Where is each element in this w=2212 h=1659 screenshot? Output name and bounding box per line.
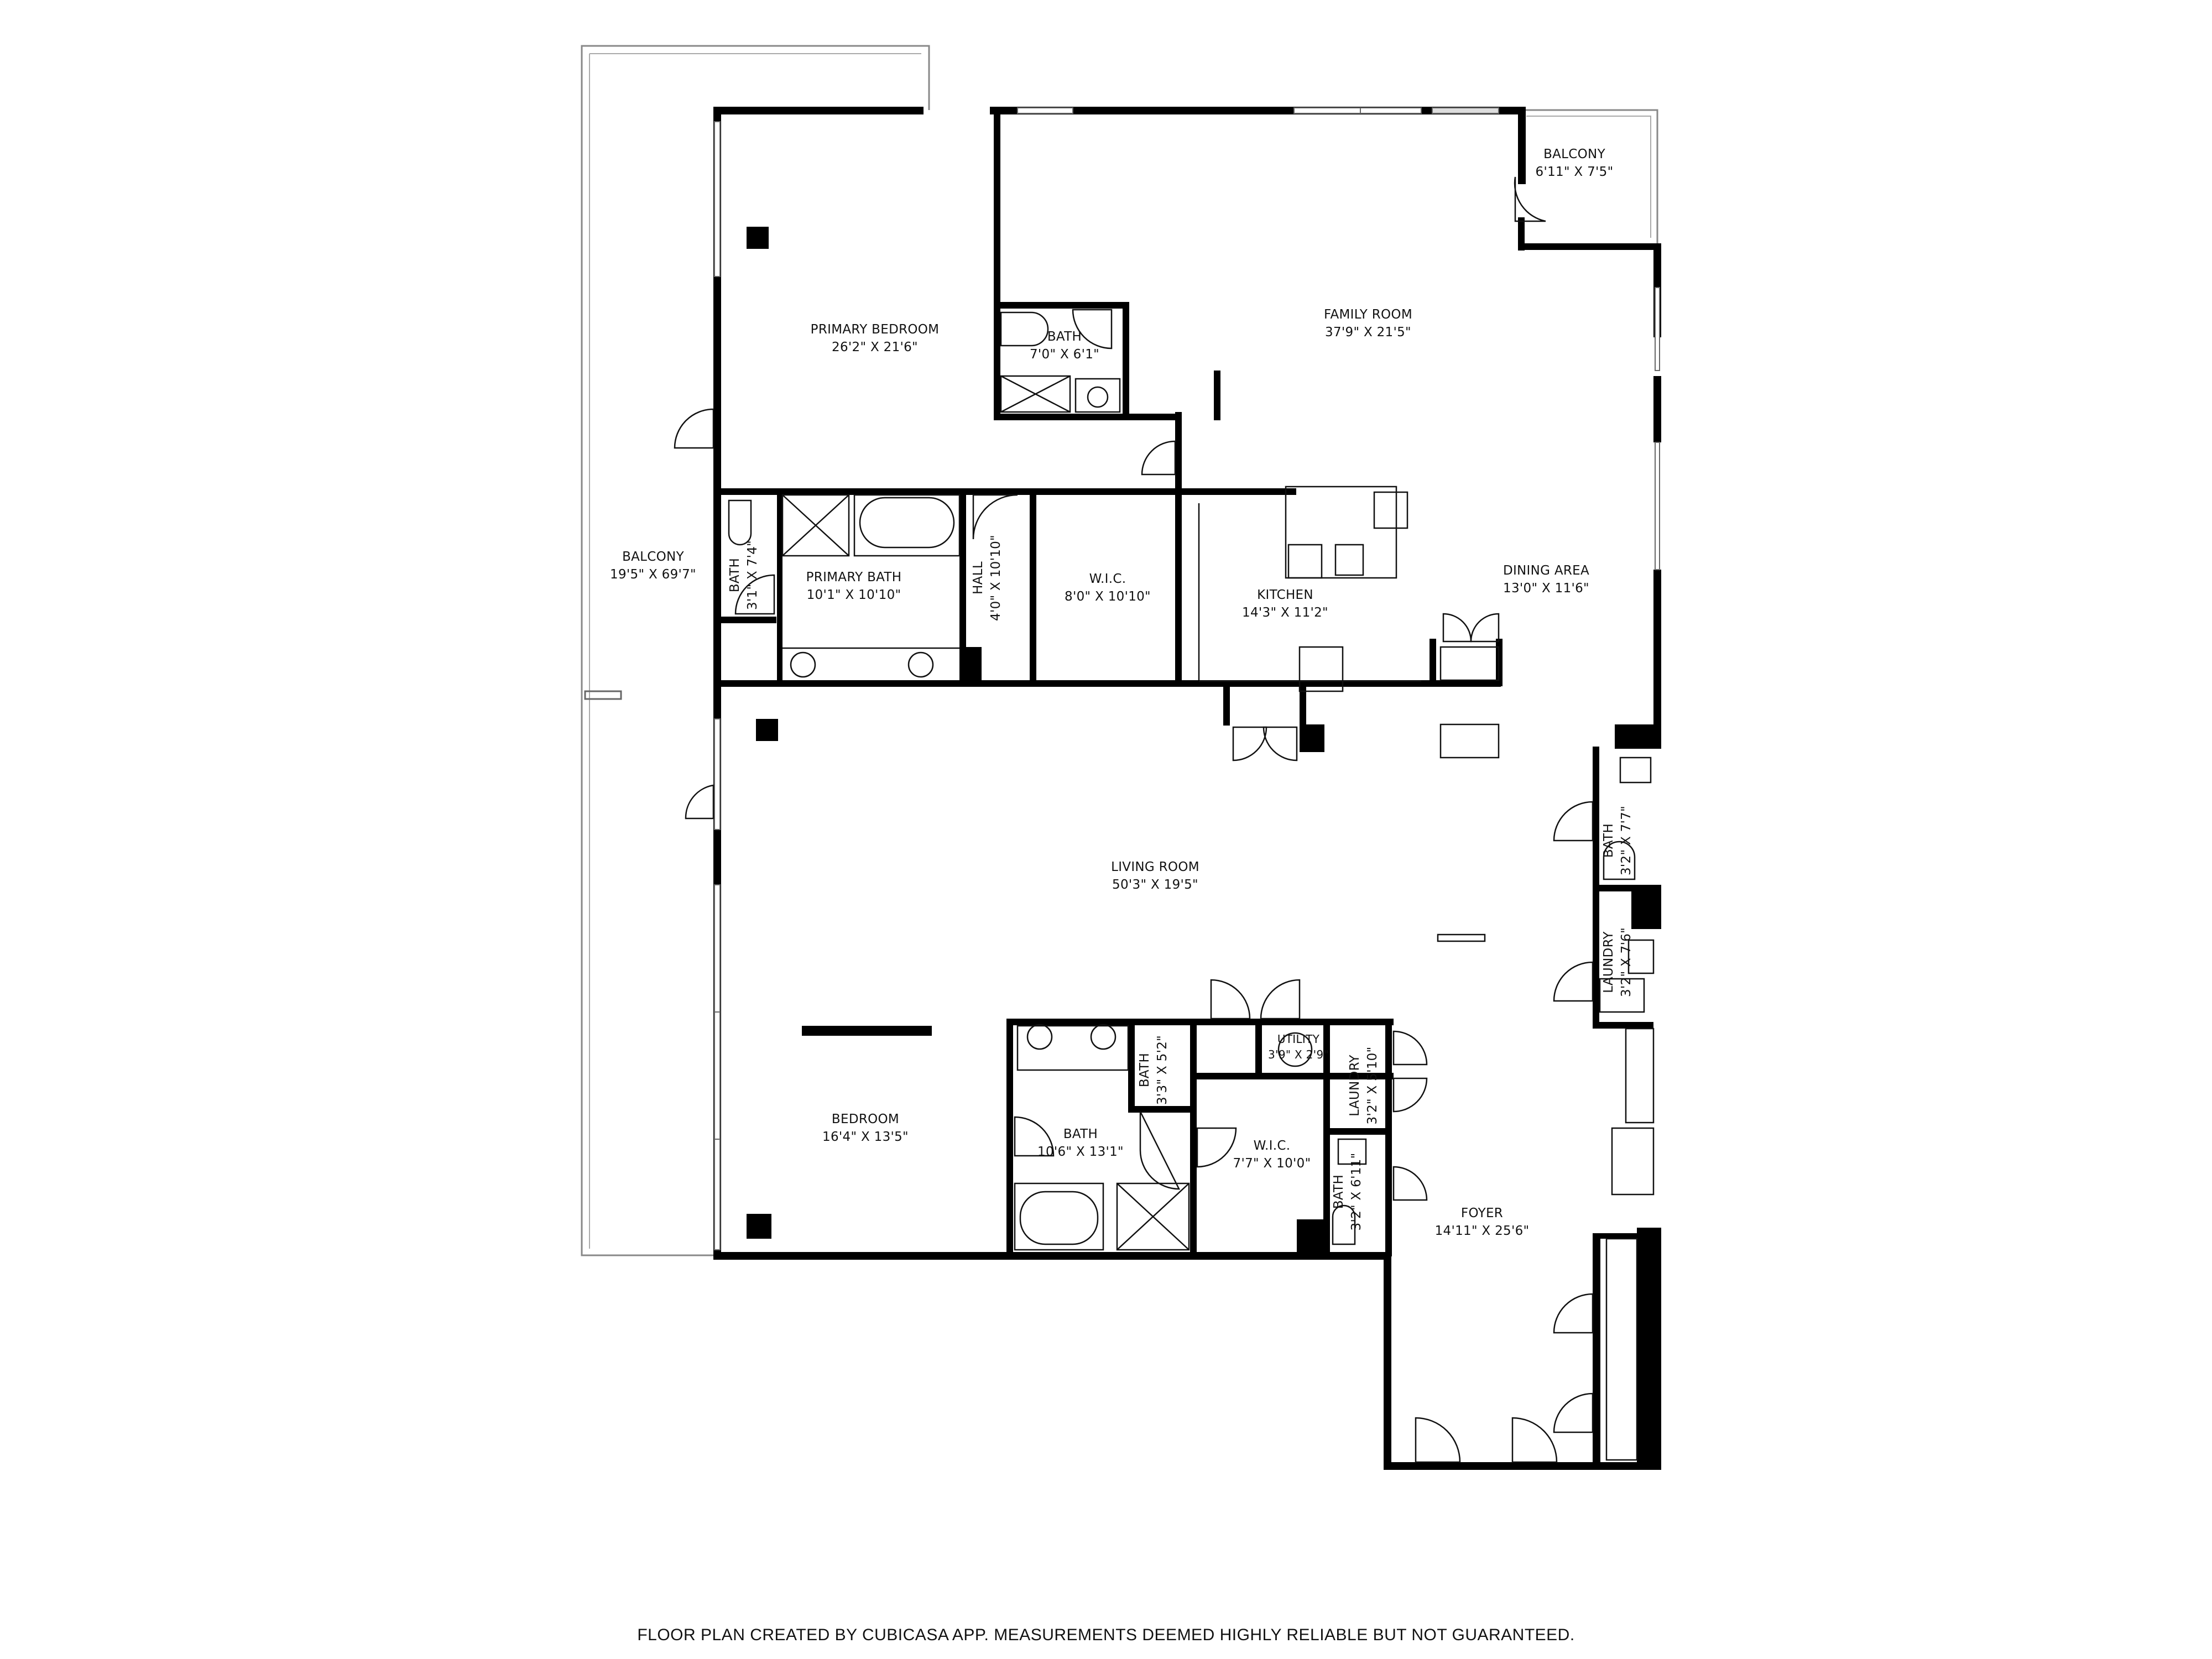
room-name: BATH xyxy=(1063,1127,1098,1141)
room-name: W.I.C. xyxy=(1253,1139,1291,1153)
disclaimer-footer: FLOOR PLAN CREATED BY CUBICASA APP. MEAS… xyxy=(637,1626,1575,1644)
room-dimensions: 7'7" X 10'0" xyxy=(1233,1156,1311,1171)
room-name: BEDROOM xyxy=(831,1112,900,1126)
room-name: PRIMARY BEDROOM xyxy=(810,322,940,337)
room-dimensions: 4'0" X 10'10" xyxy=(989,535,1003,621)
room-label-bedroom: BEDROOM 16'4" X 13'5" xyxy=(822,1110,909,1146)
room-label-bath-right: BATH 3'2" X 7'7" xyxy=(1600,806,1635,875)
room-name: BATH xyxy=(728,557,742,593)
room-name: FOYER xyxy=(1460,1206,1504,1220)
room-name: W.I.C. xyxy=(1089,572,1126,586)
room-label-laundry-right: LAUNDRY 3'2" X 7'6" xyxy=(1600,927,1635,997)
room-dimensions: 3'2" X 5'10" xyxy=(1365,1046,1380,1125)
room-dimensions: 10'1" X 10'10" xyxy=(806,588,901,602)
room-dimensions: 7'0" X 6'1" xyxy=(1029,347,1100,362)
room-name: KITCHEN xyxy=(1257,588,1313,602)
room-label-utility: UTILITY 3'9" X 2'9" xyxy=(1268,1031,1329,1062)
room-label-balcony-small: BALCONY 6'11" X 7'5" xyxy=(1536,145,1614,181)
room-name: HALL xyxy=(971,561,985,594)
room-label-balcony-large: BALCONY 19'5" X 69'7" xyxy=(610,548,696,583)
room-name: LIVING ROOM xyxy=(1111,860,1199,874)
fixtures xyxy=(728,311,1655,1461)
room-dimensions: 3'2" X 7'6" xyxy=(1619,927,1634,998)
room-dimensions: 3'2" X 6'11" xyxy=(1349,1152,1364,1231)
room-name: FAMILY ROOM xyxy=(1324,307,1412,322)
room-dimensions: 8'0" X 10'10" xyxy=(1065,589,1151,604)
room-dimensions: 16'4" X 13'5" xyxy=(822,1130,909,1144)
room-dimensions: 13'0" X 11'6" xyxy=(1503,581,1589,596)
small-balcony-outline xyxy=(1518,109,1658,243)
room-label-bath-tiny: BATH 3'3" X 5'2" xyxy=(1136,1035,1171,1105)
room-dimensions: 6'11" X 7'5" xyxy=(1535,165,1614,179)
room-name: UTILITY xyxy=(1277,1032,1320,1046)
room-label-hall: HALL 4'0" X 10'10" xyxy=(969,535,1005,621)
room-dimensions: 14'11" X 25'6" xyxy=(1434,1224,1530,1238)
room-dimensions: 3'3" X 5'2" xyxy=(1155,1035,1170,1105)
room-label-wic-primary: W.I.C. 8'0" X 10'10" xyxy=(1065,570,1151,606)
room-label-primary-bedroom: PRIMARY BEDROOM 26'2" X 21'6" xyxy=(811,321,940,356)
door-swings xyxy=(674,176,1594,1463)
windows xyxy=(714,107,1660,1250)
room-label-family-room: FAMILY ROOM 37'9" X 21'5" xyxy=(1324,306,1412,341)
room-dimensions: 37'9" X 21'5" xyxy=(1325,325,1411,340)
balcony-outline xyxy=(581,45,930,1256)
room-name: BALCONY xyxy=(1543,147,1605,161)
room-label-bath-primary-suite: BATH 7'0" X 6'1" xyxy=(1030,328,1099,363)
room-dimensions: 10'6" X 13'1" xyxy=(1037,1145,1124,1159)
room-dimensions: 3'9" X 2'9" xyxy=(1267,1048,1329,1061)
room-dimensions: 14'3" X 11'2" xyxy=(1242,606,1328,620)
room-name: LAUNDRY xyxy=(1601,931,1616,993)
room-dimensions: 3'2" X 7'7" xyxy=(1619,805,1634,876)
room-name: BATH xyxy=(1332,1174,1346,1209)
room-dimensions: 19'5" X 69'7" xyxy=(610,567,696,582)
room-label-wic-secondary: W.I.C. 7'7" X 10'0" xyxy=(1233,1137,1311,1172)
room-name: BATH xyxy=(1601,823,1616,858)
room-name: LAUNDRY xyxy=(1348,1055,1362,1117)
room-label-kitchen: KITCHEN 14'3" X 11'2" xyxy=(1242,586,1328,622)
room-dimensions: 26'2" X 21'6" xyxy=(832,340,918,354)
interior-walls xyxy=(721,110,1653,1465)
room-label-primary-bath: PRIMARY BATH 10'1" X 10'10" xyxy=(806,568,902,604)
room-label-living-room: LIVING ROOM 50'3" X 19'5" xyxy=(1111,858,1199,894)
room-name: BATH xyxy=(1047,330,1082,344)
room-label-bath-small: BATH 3'1" X 7'4" xyxy=(726,540,761,610)
room-label-bath-secondary: BATH 10'6" X 13'1" xyxy=(1037,1125,1124,1161)
room-label-laundry-mid: LAUNDRY 3'2" X 5'10" xyxy=(1346,1047,1381,1125)
exterior-walls xyxy=(713,107,1661,1470)
room-name: PRIMARY BATH xyxy=(806,570,902,585)
room-name: BALCONY xyxy=(622,550,684,564)
room-dimensions: 3'1" X 7'4" xyxy=(745,540,760,611)
room-dimensions: 50'3" X 19'5" xyxy=(1112,878,1198,892)
room-name: BATH xyxy=(1138,1052,1152,1088)
room-name: DINING AREA xyxy=(1503,564,1590,578)
room-label-bath-foyer: BATH 3'2" X 6'11" xyxy=(1330,1153,1365,1231)
room-label-dining-area: DINING AREA 13'0" X 11'6" xyxy=(1503,562,1589,597)
room-label-foyer: FOYER 14'11" X 25'6" xyxy=(1435,1204,1530,1240)
